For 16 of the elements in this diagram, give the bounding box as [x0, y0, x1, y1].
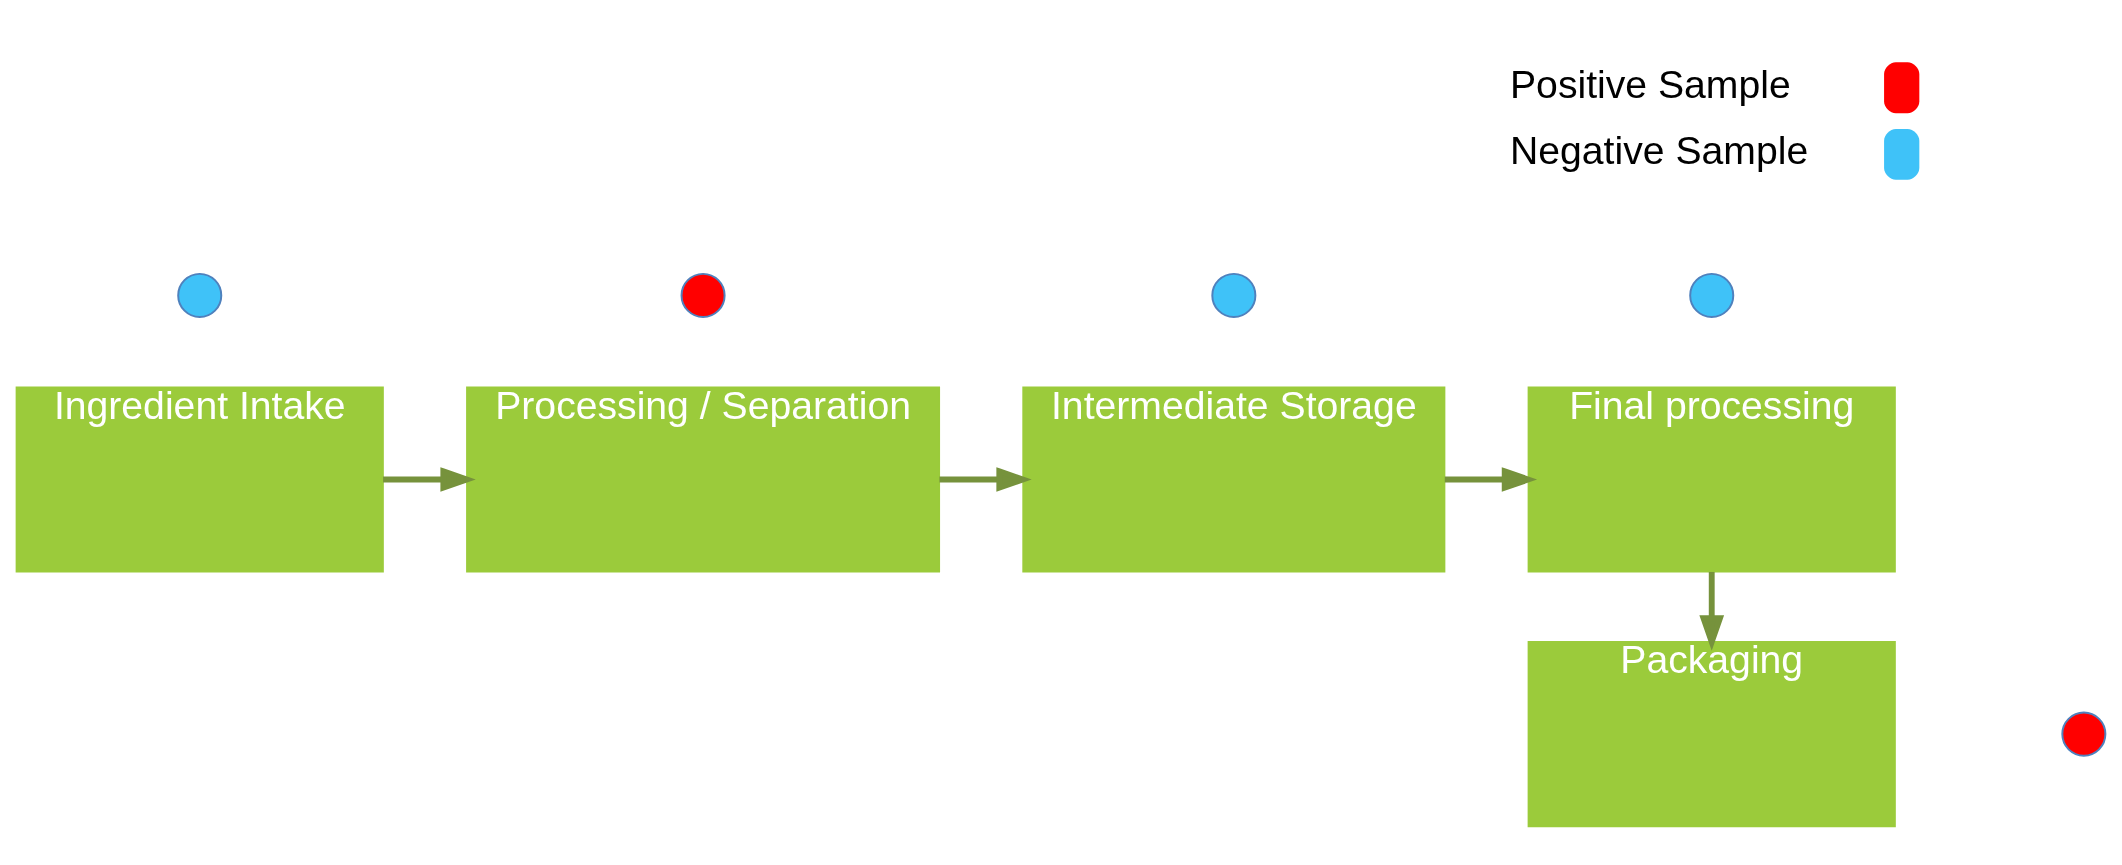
arrow — [383, 467, 476, 492]
node-circle — [2061, 711, 2107, 757]
node-box: Final processing — [1527, 386, 1896, 573]
arrow — [1444, 467, 1538, 492]
legend-label: Negative Sample — [1509, 129, 1809, 173]
legend-label: Positive Sample — [1509, 62, 1791, 106]
node-circle — [680, 272, 726, 318]
arrow — [939, 467, 1032, 492]
node-box: Intermediate Storage — [1022, 386, 1446, 573]
arrow — [1699, 571, 1725, 651]
node-circle — [177, 272, 223, 318]
node-box: Processing / Separation — [466, 386, 941, 573]
node-box: Packaging — [1527, 641, 1896, 828]
node-circle — [1689, 272, 1735, 318]
node-box: Ingredient Intake — [15, 386, 384, 573]
node-circle — [1211, 272, 1257, 318]
